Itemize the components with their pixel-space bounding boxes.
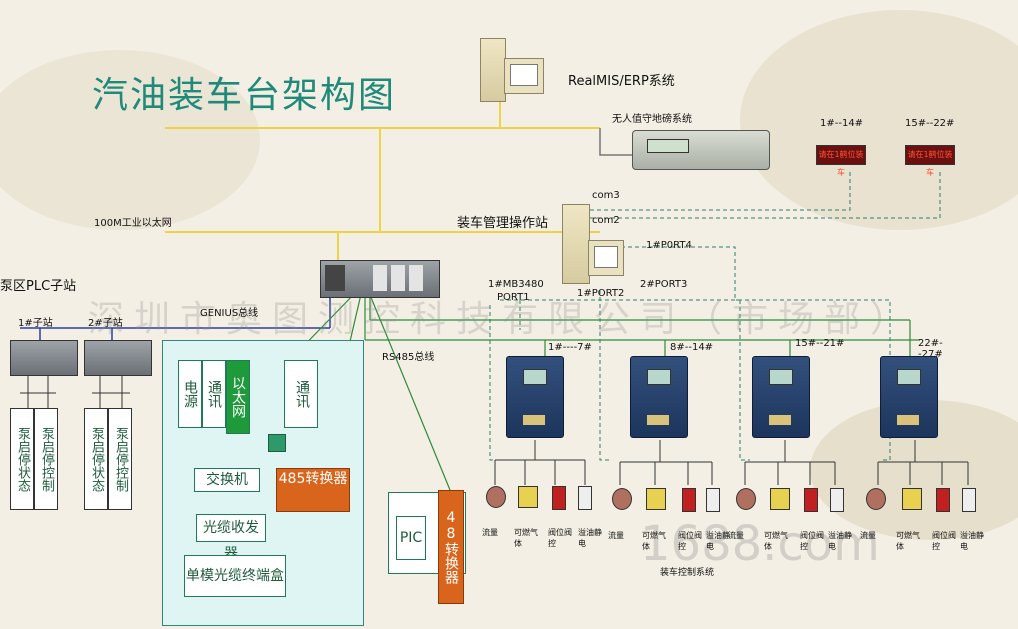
gas-detector-1-icon <box>518 486 538 508</box>
watermark-text: 深圳市奥图测控科技有限公司（市场部） <box>88 299 917 340</box>
cabinet-group-3-label: 15#--21# <box>795 338 845 349</box>
static-3-icon <box>830 488 844 512</box>
op-station-label: 装车管理操作站 <box>457 216 549 231</box>
converter-48-box: 48转换器 <box>438 490 464 604</box>
device-gas-3: 可燃气体 <box>764 531 788 551</box>
cabinet-group-1-label: 1#----7# <box>548 342 592 353</box>
port4-label: 1#P0RT4 <box>646 240 692 251</box>
device-valve-4: 阀位阀控 <box>932 531 956 551</box>
static-1-icon <box>578 486 592 510</box>
pump-status-box-2: 泵启停状态 <box>84 408 108 510</box>
valve-1-icon <box>552 486 566 510</box>
port2-label: 1#PORT2 <box>577 288 625 299</box>
device-static-3: 溢油静电 <box>828 531 852 551</box>
cabinet-group-2-label: 8#--14# <box>670 342 714 353</box>
valve-4-icon <box>936 488 950 512</box>
loading-cabinet-2-icon <box>630 356 688 438</box>
loading-control-label: 装车控制系统 <box>660 568 715 578</box>
static-2-icon <box>706 488 720 512</box>
flowmeter-3-icon <box>736 488 756 510</box>
cpu-module: 以太网 <box>226 360 250 434</box>
device-gas-2: 可燃气体 <box>642 531 666 551</box>
watermark-site: 1688.com <box>640 516 880 572</box>
led-group-1-label: 1#--14# <box>820 118 864 129</box>
device-flow-2: 流量 <box>608 531 624 540</box>
module-connector-icon <box>268 434 286 452</box>
pump-plc-label: 泵区PLC子站 <box>0 279 77 294</box>
valve-2-icon <box>682 488 696 512</box>
mb3480-label: 1#MB3480 <box>488 279 544 290</box>
fiber-terminal-box: 单模光缆终端盒 <box>184 555 286 597</box>
erp-label: RealMIS/ERP系统 <box>568 74 675 89</box>
power-module: 电源 <box>178 360 202 428</box>
loading-cabinet-3-icon <box>752 356 810 438</box>
loading-cabinet-1-icon <box>506 356 564 438</box>
device-static-1: 溢油静电 <box>578 528 602 548</box>
device-flow-4: 流量 <box>860 531 876 540</box>
gas-detector-2-icon <box>646 488 666 510</box>
weigh-terminal-icon <box>632 130 770 170</box>
ethernet-label: 100M工业以太网 <box>94 218 172 229</box>
comm-module-1: 通讯 <box>202 360 226 428</box>
gas-detector-4-icon <box>902 488 922 510</box>
substation-2-label: 2#子站 <box>88 318 123 329</box>
weigh-label: 无人值守地磅系统 <box>612 114 692 125</box>
rs485-converter-box: 485转换器 <box>276 468 350 512</box>
device-valve-1: 阀位阀控 <box>548 528 572 548</box>
com2-label: com2 <box>592 215 620 226</box>
pump-control-box-1: 泵启停控制 <box>34 408 58 510</box>
flowmeter-2-icon <box>612 488 632 510</box>
led-group-2-label: 15#--22# <box>905 118 955 129</box>
port1-label: PORT1 <box>497 292 530 303</box>
loading-cabinet-4-icon <box>880 356 938 438</box>
device-static-2: 溢油静电 <box>706 531 730 551</box>
device-valve-3: 阀位阀控 <box>800 531 824 551</box>
comm-module-2: 通讯 <box>284 360 318 428</box>
switch-box: 交换机 <box>194 468 260 492</box>
device-static-4: 溢油静电 <box>960 531 984 551</box>
main-plc-rack-icon <box>320 260 440 298</box>
substation-1-label: 1#子站 <box>18 318 53 329</box>
pump-status-box-1: 泵启停状态 <box>10 408 34 510</box>
device-valve-2: 阀位阀控 <box>678 531 702 551</box>
led-display-1-icon: 请在1鹤位装车 <box>816 145 866 177</box>
valve-3-icon <box>804 488 818 512</box>
plc-box: PIC <box>396 516 426 560</box>
erp-computer-icon <box>480 38 550 102</box>
flowmeter-4-icon <box>866 488 886 510</box>
pump-control-box-2: 泵启停控制 <box>108 408 132 510</box>
substation-1-rack-icon <box>10 340 78 376</box>
op-station-computer-icon <box>562 204 624 284</box>
gas-detector-3-icon <box>770 488 790 510</box>
flowmeter-1-icon <box>486 486 506 508</box>
rs485-label: RS485总线 <box>382 352 435 363</box>
substation-2-rack-icon <box>84 340 152 376</box>
led-display-2-icon: 请在1鹤位装车 <box>905 145 955 177</box>
device-flow-3: 流量 <box>728 531 744 540</box>
page-title: 汽油装车台架构图 <box>92 75 397 116</box>
device-gas-4: 可燃气体 <box>896 531 920 551</box>
fiber-transceiver-box: 光缆收发器 <box>196 514 266 562</box>
port3-label: 2#PORT3 <box>640 279 688 290</box>
genius-label: GENIUS总线 <box>200 308 259 319</box>
device-gas-1: 可燃气体 <box>514 528 538 548</box>
device-flow-1: 流量 <box>482 528 498 537</box>
static-4-icon <box>962 488 976 512</box>
cabinet-group-4-label: 22#--27# <box>918 338 943 360</box>
com3-label: com3 <box>592 190 620 201</box>
